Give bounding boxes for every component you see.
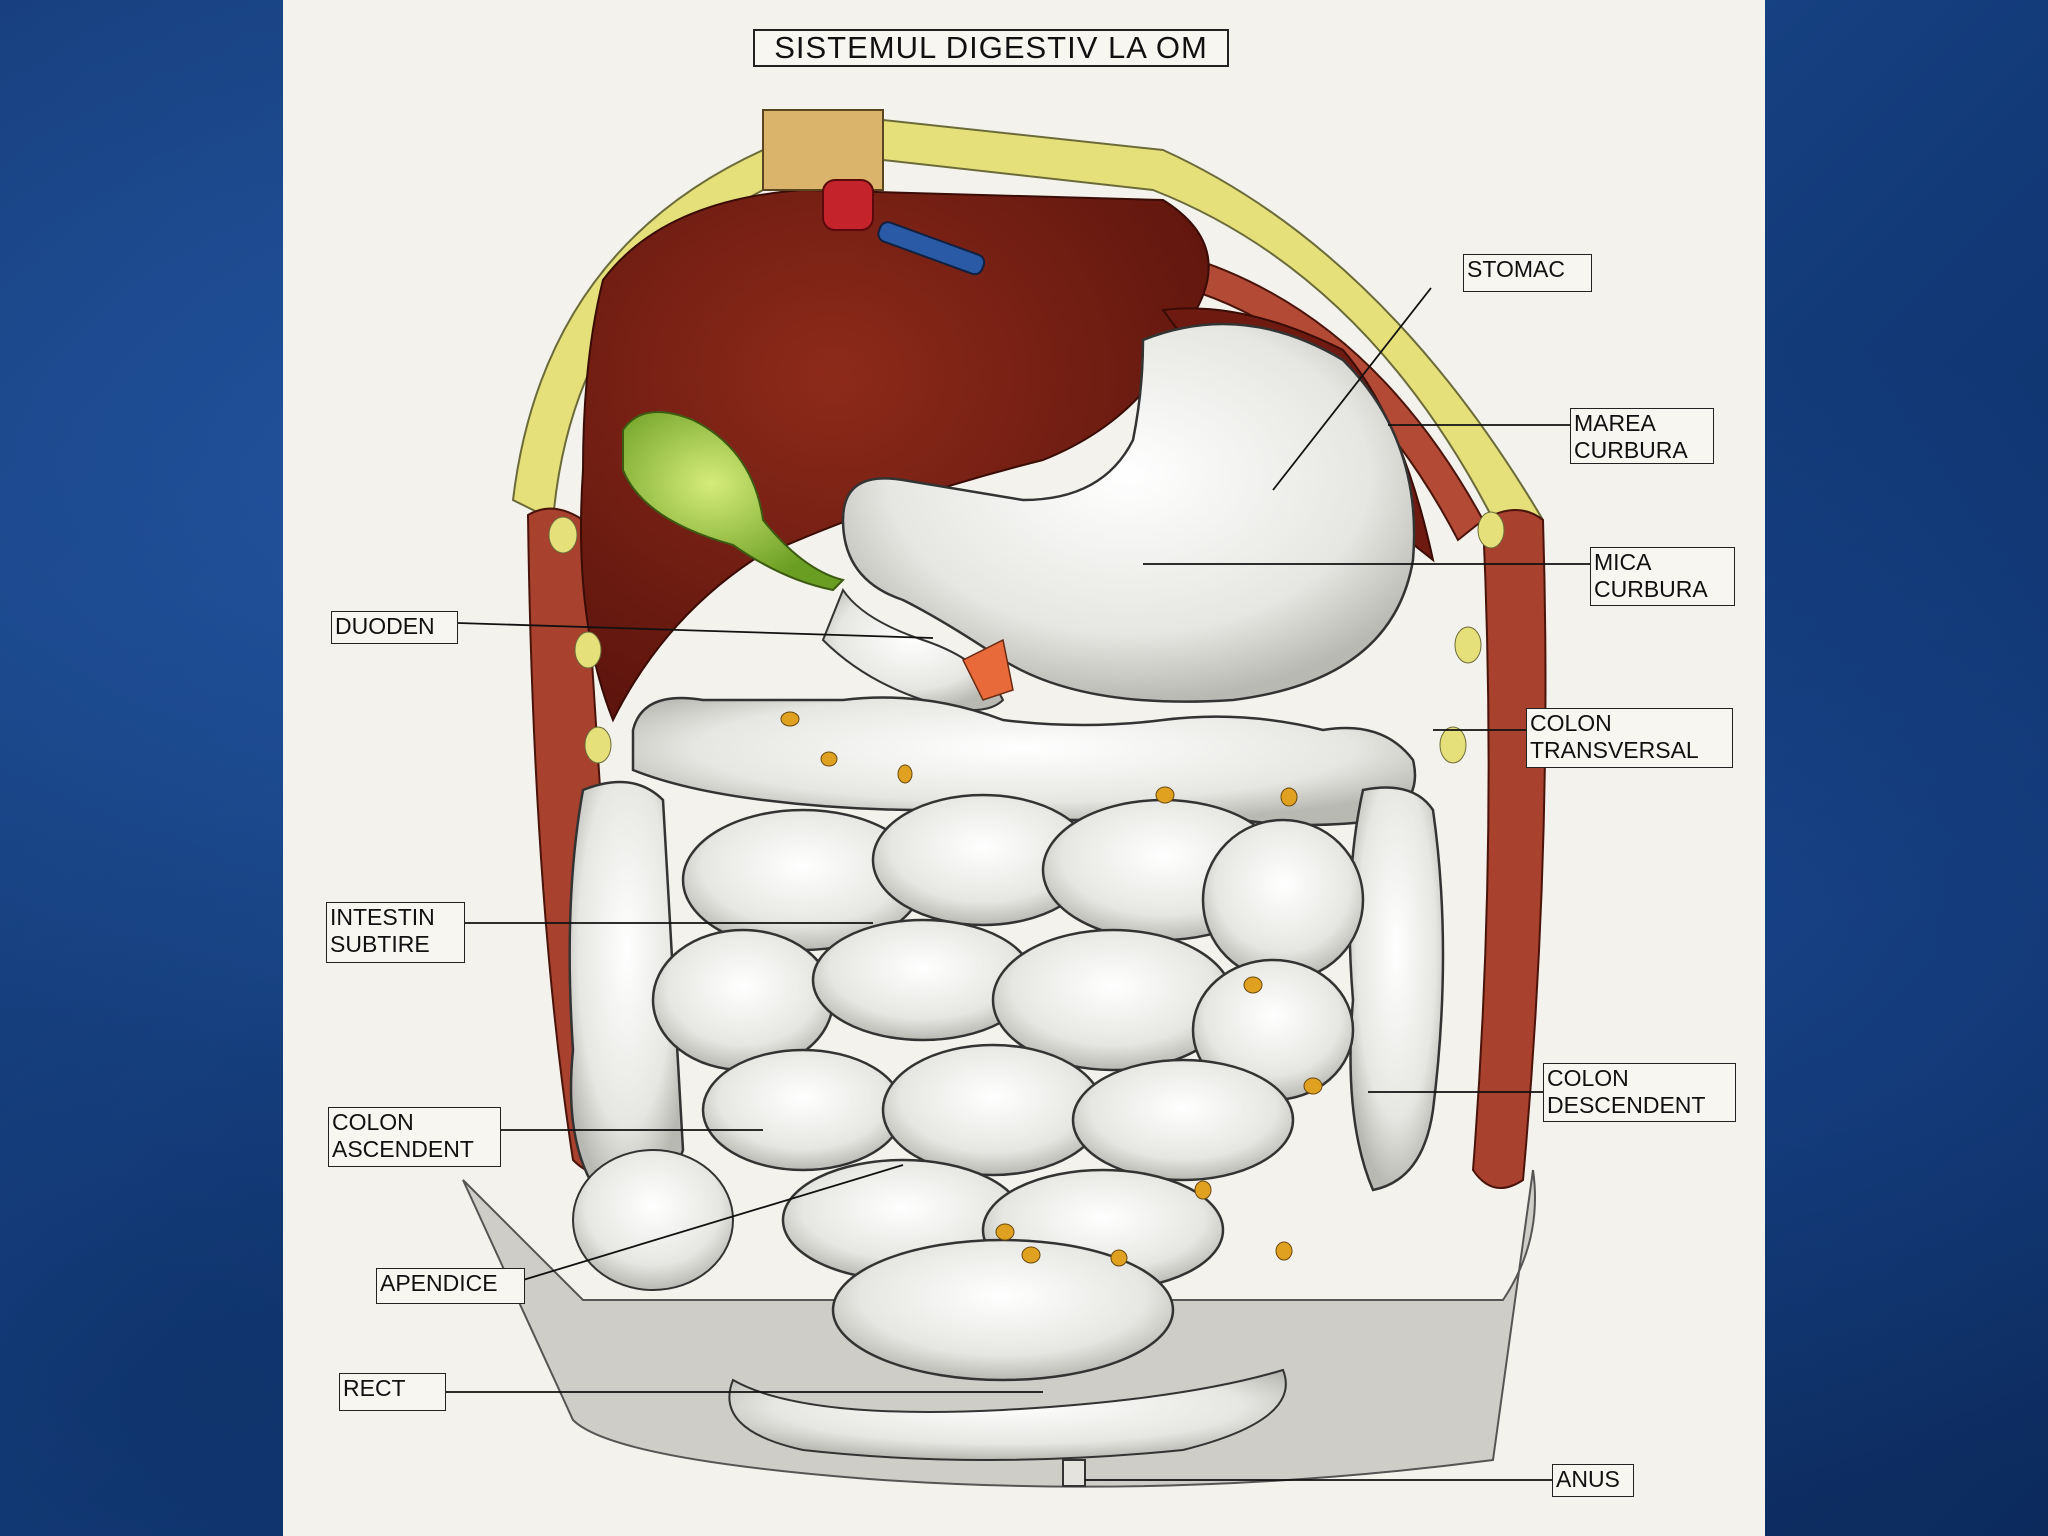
label-mica-curbura-line1: MICA bbox=[1594, 549, 1652, 575]
label-colon-ascendent: COLON ASCENDENT bbox=[328, 1107, 501, 1167]
mesenteric-fat-dots bbox=[780, 711, 1323, 1267]
leader-lines bbox=[445, 287, 1592, 1481]
ascending-colon bbox=[568, 780, 685, 1203]
label-colon-ascendent-line2: ASCENDENT bbox=[332, 1136, 474, 1162]
esophagus-vessel bbox=[822, 179, 874, 231]
label-colon-transversal-line1: COLON bbox=[1530, 710, 1612, 736]
digestive-system-illustration bbox=[445, 109, 1592, 1488]
label-anus: ANUS bbox=[1552, 1464, 1634, 1497]
stomach bbox=[841, 322, 1416, 703]
label-mica-curbura: MICA CURBURA bbox=[1590, 547, 1735, 606]
duodenum bbox=[821, 587, 1005, 711]
label-stomac: STOMAC bbox=[1463, 254, 1592, 292]
rectum bbox=[728, 1368, 1287, 1461]
label-colon-ascendent-line1: COLON bbox=[332, 1109, 414, 1135]
label-colon-descendent-line2: DESCENDENT bbox=[1547, 1092, 1706, 1118]
label-mica-curbura-line2: CURBURA bbox=[1594, 576, 1708, 602]
small-intestine bbox=[651, 793, 1365, 1382]
label-rect: RECT bbox=[339, 1373, 446, 1411]
label-rect-text: RECT bbox=[343, 1375, 406, 1401]
vertebra bbox=[762, 109, 884, 191]
label-anus-text: ANUS bbox=[1556, 1466, 1620, 1492]
label-marea-curbura-line2: CURBURA bbox=[1574, 437, 1688, 463]
label-duoden-text: DUODEN bbox=[335, 613, 435, 639]
label-apendice-text: APENDICE bbox=[380, 1270, 498, 1296]
page-title: SISTEMUL DIGESTIV LA OM bbox=[753, 29, 1229, 67]
aorta-vessel bbox=[877, 221, 986, 276]
label-duoden: DUODEN bbox=[331, 611, 458, 644]
descending-colon bbox=[1348, 786, 1445, 1192]
cecum bbox=[572, 1149, 734, 1291]
label-apendice: APENDICE bbox=[376, 1268, 525, 1304]
label-stomac-text: STOMAC bbox=[1467, 256, 1565, 282]
muscle-fat-spots bbox=[548, 511, 1505, 764]
label-marea-curbura: MAREA CURBURA bbox=[1570, 408, 1714, 464]
label-colon-descendent-line1: COLON bbox=[1547, 1065, 1629, 1091]
pancreas-tip bbox=[961, 638, 1014, 701]
label-intestin-subtire: INTESTIN SUBTIRE bbox=[326, 902, 465, 963]
label-colon-transversal-line2: TRANSVERSAL bbox=[1530, 737, 1699, 763]
label-colon-descendent: COLON DESCENDENT bbox=[1543, 1063, 1736, 1122]
label-intestin-subtire-line2: SUBTIRE bbox=[330, 931, 430, 957]
label-colon-transversal: COLON TRANSVERSAL bbox=[1526, 708, 1733, 768]
anus-opening bbox=[1062, 1459, 1086, 1487]
gallbladder bbox=[622, 411, 845, 592]
label-intestin-subtire-line1: INTESTIN bbox=[330, 904, 435, 930]
label-marea-curbura-line1: MAREA bbox=[1574, 410, 1656, 436]
right-abdominal-muscle bbox=[1471, 509, 1547, 1189]
